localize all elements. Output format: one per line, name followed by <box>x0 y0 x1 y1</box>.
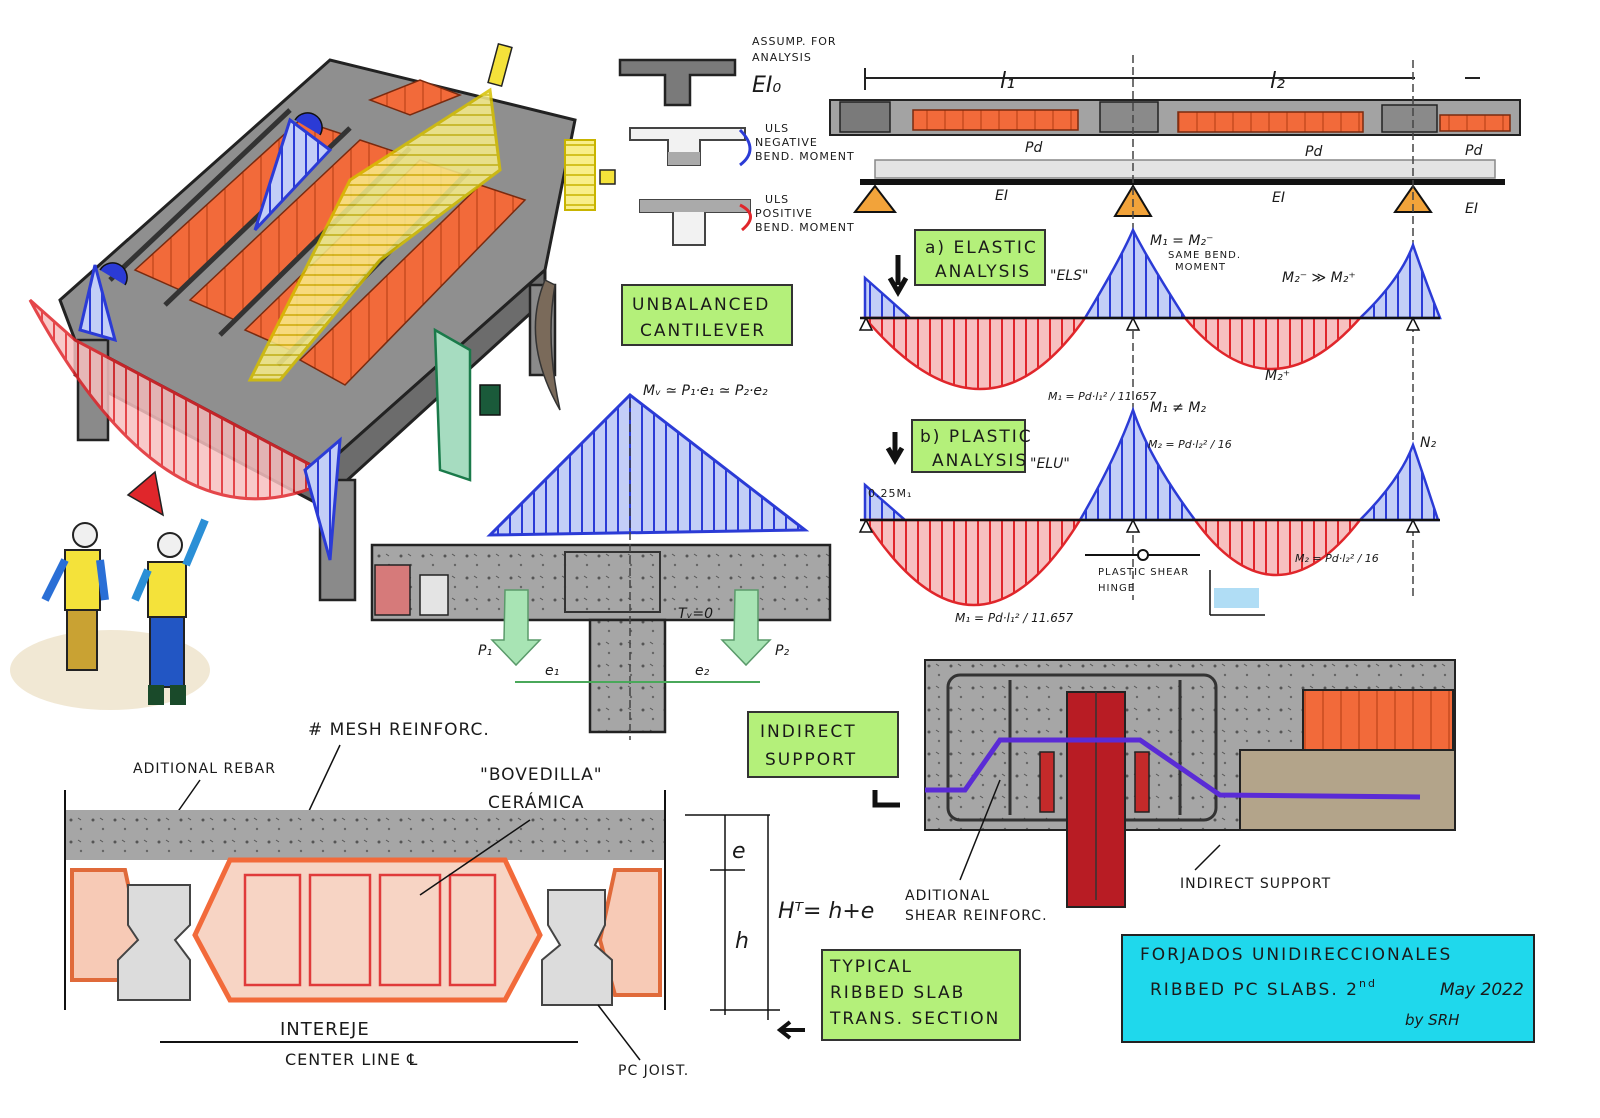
workers-illustration <box>10 518 210 710</box>
indirect-support-detail: INDIRECT SUPPORT ADITIONAL SHEAR REINFOR… <box>747 659 1456 924</box>
pc-joist-right <box>541 889 613 1006</box>
plastic-label-box <box>911 419 1026 473</box>
legend-uls-negative-text: ULS NEGATIVE BEND. MOMENT <box>755 122 855 163</box>
slab-shear-diagram <box>247 87 502 382</box>
m1-formula-top: M₁ = Pd·l₁² / 11.657 <box>1048 390 1156 403</box>
title-block: FORJADOS UNIDIRECCIONALES RIBBED PC SLAB… <box>1121 934 1535 1043</box>
indirect-label-box <box>747 711 899 778</box>
positive-arrow-icon <box>739 203 752 232</box>
e1-text: e₁ <box>545 663 559 679</box>
ribbed-slab-section: # MESH REINFORC. ADITIONAL REBAR "BOVEDI… <box>64 720 1021 1079</box>
span-l2-label: l₂ <box>1270 69 1285 94</box>
p1-text: P₁ <box>478 643 492 659</box>
indirect-support-text: INDIRECT SUPPORT <box>1180 876 1331 892</box>
plastic-moment-diagram: b) PLASTIC ANALYSIS "ELU" M₁ = Pd·l₁² / … <box>858 390 1440 625</box>
legend-assump-text: ASSUMP. FOR ANALYSIS <box>752 35 841 64</box>
elastic-label-box <box>914 229 1046 286</box>
rebar-text: ADITIONAL REBAR <box>133 761 276 777</box>
isometric-slab-sketch <box>28 42 616 602</box>
title-author: by SRH <box>1405 1011 1459 1029</box>
hinge-text: PLASTIC SHEAR HINGE <box>1098 567 1193 594</box>
cantilever-column <box>588 618 667 734</box>
legend-uls-positive-text: ULS POSITIVE BEND. MOMENT <box>755 193 855 234</box>
plastic-label-text: b) PLASTIC ANALYSIS <box>920 427 1040 471</box>
bovedilla-text: "BOVEDILLA" CERÁMICA <box>480 765 609 813</box>
span-l1-label: l₁ <box>1000 69 1015 94</box>
tv-text: Tᵥ=0 <box>678 606 713 622</box>
indirect-label-text: INDIRECT SUPPORT <box>760 722 864 770</box>
m025-text: 0.25M₁ <box>868 487 912 500</box>
p2-text: P₂ <box>775 643 789 659</box>
analysis-legend: ASSUMP. FOR ANALYSIS EI₀ ULS NEGATIVE BE… <box>618 35 855 246</box>
ei-label-1: EI <box>995 188 1008 204</box>
negative-arrow-icon <box>738 128 752 167</box>
m1-m2-text: M₁ = M₂⁻ <box>1150 233 1213 249</box>
same-moment-text: SAME BEND. MOMENT <box>1168 250 1245 273</box>
mv-text: Mᵥ ≃ P₁·e₁ ≃ P₂·e₂ <box>643 383 768 399</box>
intereje-text: INTEREJE <box>280 1019 370 1040</box>
down-arrow-icon <box>887 255 909 298</box>
els-text: "ELS" <box>1050 268 1088 284</box>
m1-formula-bot: M₁ = Pd·l₁² / 11.657 <box>955 611 1073 625</box>
m1-neq-text: M₁ ≠ M₂ <box>1150 400 1206 416</box>
m2-relation-text: M₂⁻ ≫ M₂⁺ <box>1282 270 1356 286</box>
legend-tsection-ei <box>618 58 737 107</box>
e2-text: e₂ <box>695 663 710 679</box>
shear-reinforc-text: ADITIONAL SHEAR REINFORC. <box>905 888 1048 924</box>
mesh-text: # MESH REINFORC. <box>308 720 490 740</box>
section-label-text: TYPICAL RIBBED SLAB TRANS. SECTION <box>829 957 1000 1029</box>
load-p1-arrow <box>490 589 542 667</box>
load-pd-1: Pd <box>1025 140 1042 156</box>
continuous-beam: l₁ l₂ Pd Pd Pd EI EI EI <box>829 55 1521 600</box>
pc-joist-text: PC JOIST. <box>618 1063 689 1079</box>
unbalanced-cantilever: UNBALANCED CANTILEVER Mᵥ ≃ P₁·e₁ ≃ P₂·e₂… <box>370 284 832 740</box>
load-p2-arrow <box>720 589 772 667</box>
slab-negative-moment <box>253 117 333 232</box>
cantilever-label-text: UNBALANCED CANTILEVER <box>632 295 778 341</box>
ei-label-2: EI <box>1272 190 1285 206</box>
e-dimension: e <box>732 839 746 864</box>
support-1 <box>852 184 898 213</box>
h-dimension: h <box>735 929 749 954</box>
legend-ei-text: EI₀ <box>752 73 781 98</box>
cantilever-label-box <box>621 284 793 346</box>
left-arrow-icon <box>776 1020 805 1040</box>
topping-slab <box>65 810 665 860</box>
down-arrow-icon-2 <box>885 432 905 465</box>
load-pd-3: Pd <box>1465 143 1482 159</box>
ei-label-3: EI <box>1465 201 1478 217</box>
m2-plus-text: M₂⁺ <box>1265 368 1290 384</box>
indirect-arrow-icon <box>872 790 900 808</box>
load-pd-2: Pd <box>1305 144 1322 160</box>
hinge-icon <box>1137 549 1149 561</box>
title-line2: RIBBED PC SLABS. 2nd <box>1150 977 1377 1000</box>
section-label-box <box>821 949 1021 1041</box>
title-box <box>1121 934 1535 1043</box>
cantilever-moment-diagram <box>486 393 810 537</box>
title-date: May 2022 <box>1440 980 1524 1000</box>
elu-text: "ELU" <box>1030 456 1070 472</box>
bovedilla-center <box>192 857 543 1003</box>
m2-formula-bot: M₂ = Pd·l₂² / 16 <box>1295 552 1379 565</box>
slab-green-diagram <box>433 327 472 482</box>
m2-formula-top: M₂ = Pd·l₂² / 16 <box>1148 438 1232 451</box>
shear-reinforcement-line <box>925 737 1421 800</box>
title-line1: FORJADOS UNIDIRECCIONALES <box>1140 945 1452 965</box>
elastic-label-text: a) ELASTIC ANALYSIS <box>925 238 1045 282</box>
ht-dimension: Hᵀ= h+e <box>778 899 874 924</box>
n2-text: N₂ <box>1420 435 1436 451</box>
center-line-text: CENTER LINE ℄ <box>285 1050 418 1069</box>
pc-joist-left <box>117 884 191 1001</box>
elastic-moment-diagram: a) ELASTIC ANALYSIS "ELS" M₁ = M₂⁻ SAME … <box>858 227 1442 391</box>
